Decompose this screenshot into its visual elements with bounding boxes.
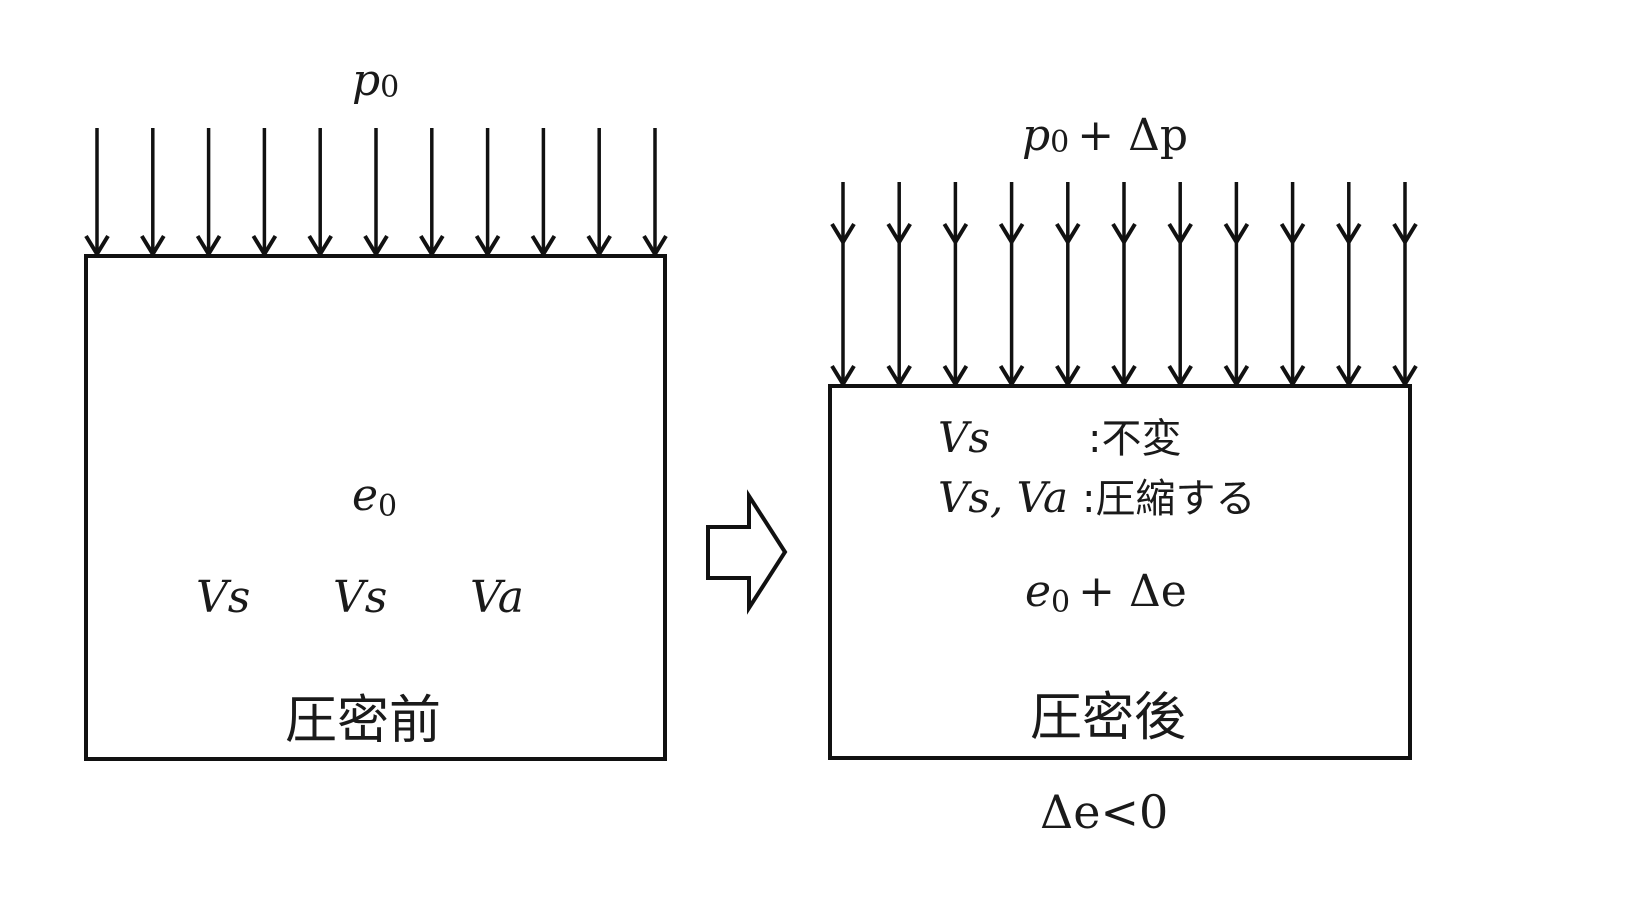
load-arrow — [1392, 182, 1418, 388]
before-volume-solid-1: Vs — [196, 572, 250, 623]
before-load-label: p0 — [352, 55, 399, 106]
load-arrow — [530, 128, 557, 258]
after-note-solid-var: Vs — [938, 413, 990, 462]
load-arrow — [1279, 182, 1306, 388]
hollow-right-arrow-icon — [706, 489, 788, 615]
before-panel: p0 e0 Vs Vs Va 圧密前 — [84, 55, 668, 761]
load-arrow — [830, 182, 856, 388]
before-caption: 圧密前 — [285, 691, 441, 751]
arrowhead — [1055, 222, 1081, 246]
load-arrow — [586, 128, 612, 258]
load-arrow — [84, 128, 110, 258]
load-arrow — [1223, 182, 1250, 388]
arrowhead — [1279, 222, 1306, 246]
arrowhead — [998, 222, 1025, 246]
arrowhead — [942, 222, 969, 246]
load-arrow — [942, 182, 969, 388]
load-arrow — [307, 128, 333, 258]
arrowhead — [886, 222, 912, 246]
after-note-solid-text: :不変 — [1088, 416, 1181, 462]
load-arrow — [419, 128, 445, 258]
load-arrow — [642, 128, 668, 258]
arrowhead — [830, 222, 856, 246]
after-void-ratio: e0+ Δe — [1025, 566, 1187, 620]
before-volume-solid-2: Vs — [333, 572, 387, 623]
arrowhead — [1392, 222, 1418, 246]
after-load-arrows — [830, 182, 1418, 388]
before-volume-air: Va — [470, 572, 524, 623]
load-arrow — [1055, 182, 1081, 388]
before-load-arrows — [84, 128, 668, 258]
after-caption: 圧密後 — [1030, 688, 1186, 748]
void-ratio-condition: Δe<0 — [1040, 785, 1168, 839]
load-arrow — [1167, 182, 1193, 388]
load-arrow — [998, 182, 1025, 388]
arrowhead — [1336, 222, 1362, 246]
after-panel: p0+ Δp Vs :不変 Vs, Va :圧縮する e0+ Δe 圧密後 Δe… — [828, 110, 1418, 839]
arrowhead — [1223, 222, 1250, 246]
before-soil-box — [84, 254, 667, 761]
load-arrow — [1336, 182, 1362, 388]
load-arrow — [1111, 182, 1137, 388]
before-void-ratio: e0 — [352, 470, 397, 524]
arrowhead — [1167, 222, 1193, 246]
arrowhead — [1111, 222, 1137, 246]
load-arrow — [251, 128, 278, 258]
load-arrow — [363, 128, 389, 258]
load-arrow — [474, 128, 501, 258]
load-arrow — [140, 128, 166, 258]
after-soil-box — [828, 384, 1412, 760]
load-arrow — [886, 182, 912, 388]
after-load-label: p0+ Δp — [1022, 110, 1188, 161]
load-arrow — [195, 128, 222, 258]
after-note-volumes-text: :圧縮する — [1082, 476, 1255, 522]
after-note-volumes-var: Vs, Va — [938, 473, 1068, 522]
